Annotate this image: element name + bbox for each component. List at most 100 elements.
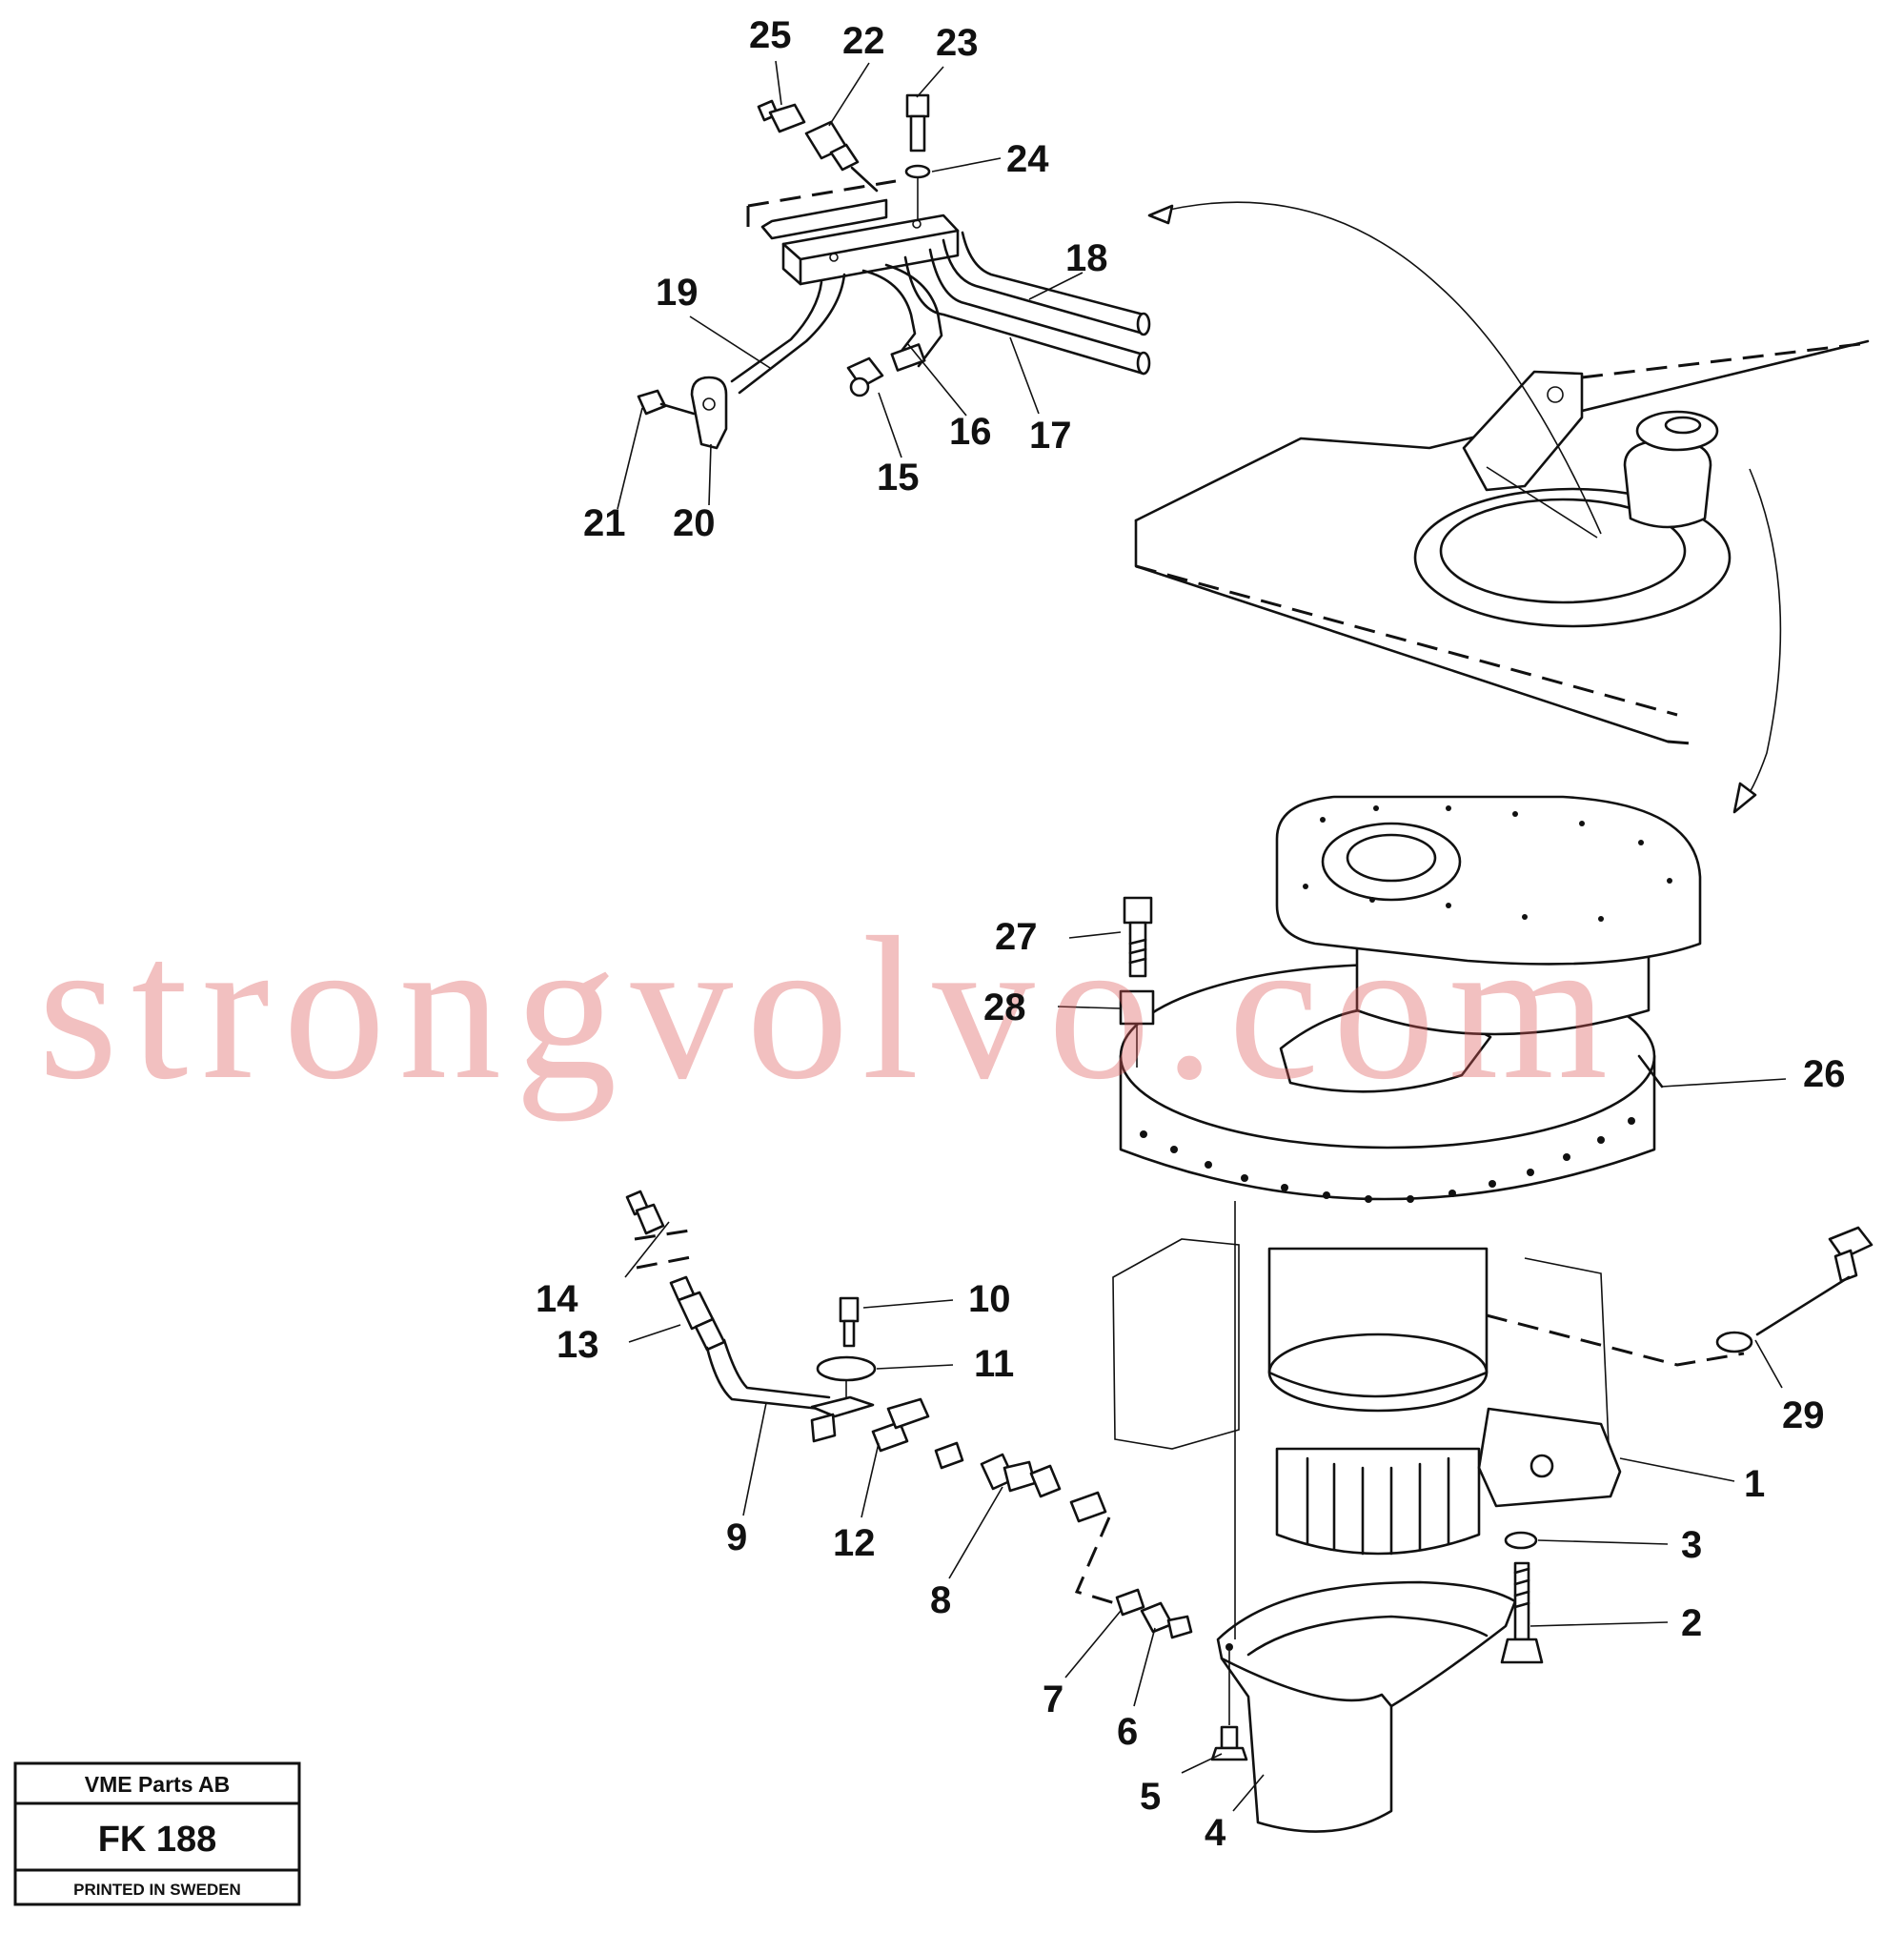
gear-cover-4 bbox=[1216, 1580, 1517, 1833]
callout-26: 26 bbox=[1803, 1053, 1846, 1095]
union-8-body bbox=[1003, 1460, 1037, 1493]
hose-7-dashed bbox=[1074, 1516, 1116, 1605]
hose-sleeve bbox=[886, 1397, 930, 1430]
callout-2: 2 bbox=[1681, 1602, 1702, 1644]
title-block-frame bbox=[13, 1761, 301, 1906]
title-block: VME Parts AB FK 188 PRINTED IN SWEDEN bbox=[13, 1761, 301, 1906]
cover-bolt-holes bbox=[1303, 805, 1672, 922]
leader-22 bbox=[828, 62, 870, 127]
leader-12 bbox=[861, 1442, 880, 1518]
motor-housing-plug bbox=[1529, 1454, 1554, 1478]
hose-break-lines bbox=[634, 1228, 697, 1270]
callout-13: 13 bbox=[557, 1324, 599, 1366]
washer-24 bbox=[904, 164, 931, 179]
manifold-block-edges bbox=[781, 229, 960, 286]
fitting-6-body bbox=[1166, 1615, 1193, 1639]
bolt-2-thread bbox=[1513, 1567, 1530, 1609]
ferrule-7 bbox=[1115, 1588, 1145, 1617]
leader-23 bbox=[916, 66, 944, 98]
arrow-curve-down bbox=[1739, 468, 1782, 807]
gear-cover-4-inner bbox=[1246, 1615, 1489, 1657]
clamp-block-top bbox=[810, 1395, 875, 1418]
callout-22: 22 bbox=[842, 20, 885, 62]
screw-5-shank bbox=[1220, 1725, 1239, 1750]
hose-collar bbox=[934, 1441, 964, 1470]
callout-16: 16 bbox=[949, 411, 992, 453]
swivel-cap-top bbox=[1664, 416, 1702, 435]
leader-lines bbox=[617, 60, 1787, 1812]
callout-24: 24 bbox=[1006, 138, 1049, 180]
leader-8 bbox=[948, 1486, 1003, 1579]
callout-8: 8 bbox=[930, 1579, 951, 1621]
frame-structure-left bbox=[1112, 1238, 1240, 1450]
bolt-2-head bbox=[1500, 1638, 1544, 1664]
washer-11 bbox=[816, 1355, 877, 1382]
bolt-10-shank bbox=[842, 1319, 856, 1348]
callout-27: 27 bbox=[995, 916, 1038, 958]
leader-26 bbox=[1661, 1078, 1787, 1088]
bolt-10-head bbox=[839, 1296, 860, 1323]
manifold-hole bbox=[829, 253, 839, 262]
gear-shaft-rim bbox=[1267, 1333, 1489, 1413]
bolt-23-shank bbox=[909, 114, 926, 153]
leader-2 bbox=[1529, 1621, 1669, 1627]
callout-18: 18 bbox=[1065, 237, 1108, 279]
title-block-printed: PRINTED IN SWEDEN bbox=[73, 1881, 241, 1899]
leader-6 bbox=[1133, 1627, 1156, 1707]
clamp-block-half bbox=[810, 1413, 837, 1443]
callout-19: 19 bbox=[656, 272, 699, 314]
swing-gearbox bbox=[1112, 795, 1874, 1556]
leader-20 bbox=[708, 443, 712, 506]
screw-5-axis bbox=[1228, 1201, 1236, 1725]
leader-24 bbox=[931, 157, 1002, 173]
leader-29 bbox=[1754, 1339, 1783, 1389]
bolt-27-head bbox=[1123, 896, 1153, 925]
callout-29: 29 bbox=[1782, 1394, 1825, 1436]
leader-16 bbox=[906, 342, 967, 417]
frame-rear-dashed bbox=[1581, 341, 1869, 379]
callout-3: 3 bbox=[1681, 1524, 1702, 1566]
turntable-ring-inner bbox=[1439, 498, 1687, 604]
pinion-gear-teeth bbox=[1306, 1456, 1450, 1556]
manifold-block bbox=[781, 214, 960, 286]
tube-18-end bbox=[1136, 312, 1151, 336]
screw-5-head bbox=[1210, 1746, 1248, 1761]
arrow-curve-top bbox=[1152, 201, 1602, 535]
flange-edge bbox=[1637, 1054, 1664, 1089]
callout-21: 21 bbox=[583, 502, 626, 544]
hose-9 bbox=[705, 1338, 831, 1411]
callout-15: 15 bbox=[877, 457, 920, 499]
title-block-company: VME Parts AB bbox=[85, 1772, 231, 1797]
gear-shaft bbox=[1267, 1247, 1489, 1398]
tube-17-end bbox=[1136, 351, 1151, 376]
adapter-13-nut bbox=[694, 1317, 726, 1352]
grease-nipple-29-body bbox=[1833, 1249, 1858, 1283]
leader-18 bbox=[1028, 272, 1084, 300]
union-8-nut-2 bbox=[1029, 1464, 1062, 1498]
manifold-assembly bbox=[637, 93, 1151, 450]
bracket-arm bbox=[1486, 466, 1598, 539]
bolt-21-shank bbox=[659, 402, 696, 416]
leader-10 bbox=[862, 1299, 954, 1309]
nipple-14 bbox=[635, 1203, 665, 1235]
fitting-15-nut bbox=[849, 376, 870, 397]
adapter-22-pipe bbox=[850, 166, 879, 193]
grease-nipple-29-head bbox=[1828, 1226, 1874, 1260]
pinion-gear bbox=[1275, 1447, 1481, 1556]
callout-17: 17 bbox=[1029, 415, 1072, 457]
adapter-22-nut bbox=[829, 143, 860, 172]
upper-housing-port-inner bbox=[1346, 833, 1437, 883]
bracket-hole bbox=[1547, 386, 1564, 403]
hose-end-7 bbox=[1069, 1491, 1107, 1523]
callout-23: 23 bbox=[936, 22, 979, 64]
arrow-head-down bbox=[1732, 782, 1757, 814]
callout-9: 9 bbox=[726, 1516, 747, 1558]
manifold-rear-pipes bbox=[760, 198, 888, 240]
frame-dashed-edge bbox=[1135, 564, 1692, 745]
grease-nipple-29-fitting bbox=[1715, 1331, 1753, 1353]
tube-19 bbox=[730, 273, 846, 395]
leader-15 bbox=[878, 392, 902, 458]
callout-20: 20 bbox=[673, 502, 716, 544]
leader-14 bbox=[624, 1221, 670, 1278]
